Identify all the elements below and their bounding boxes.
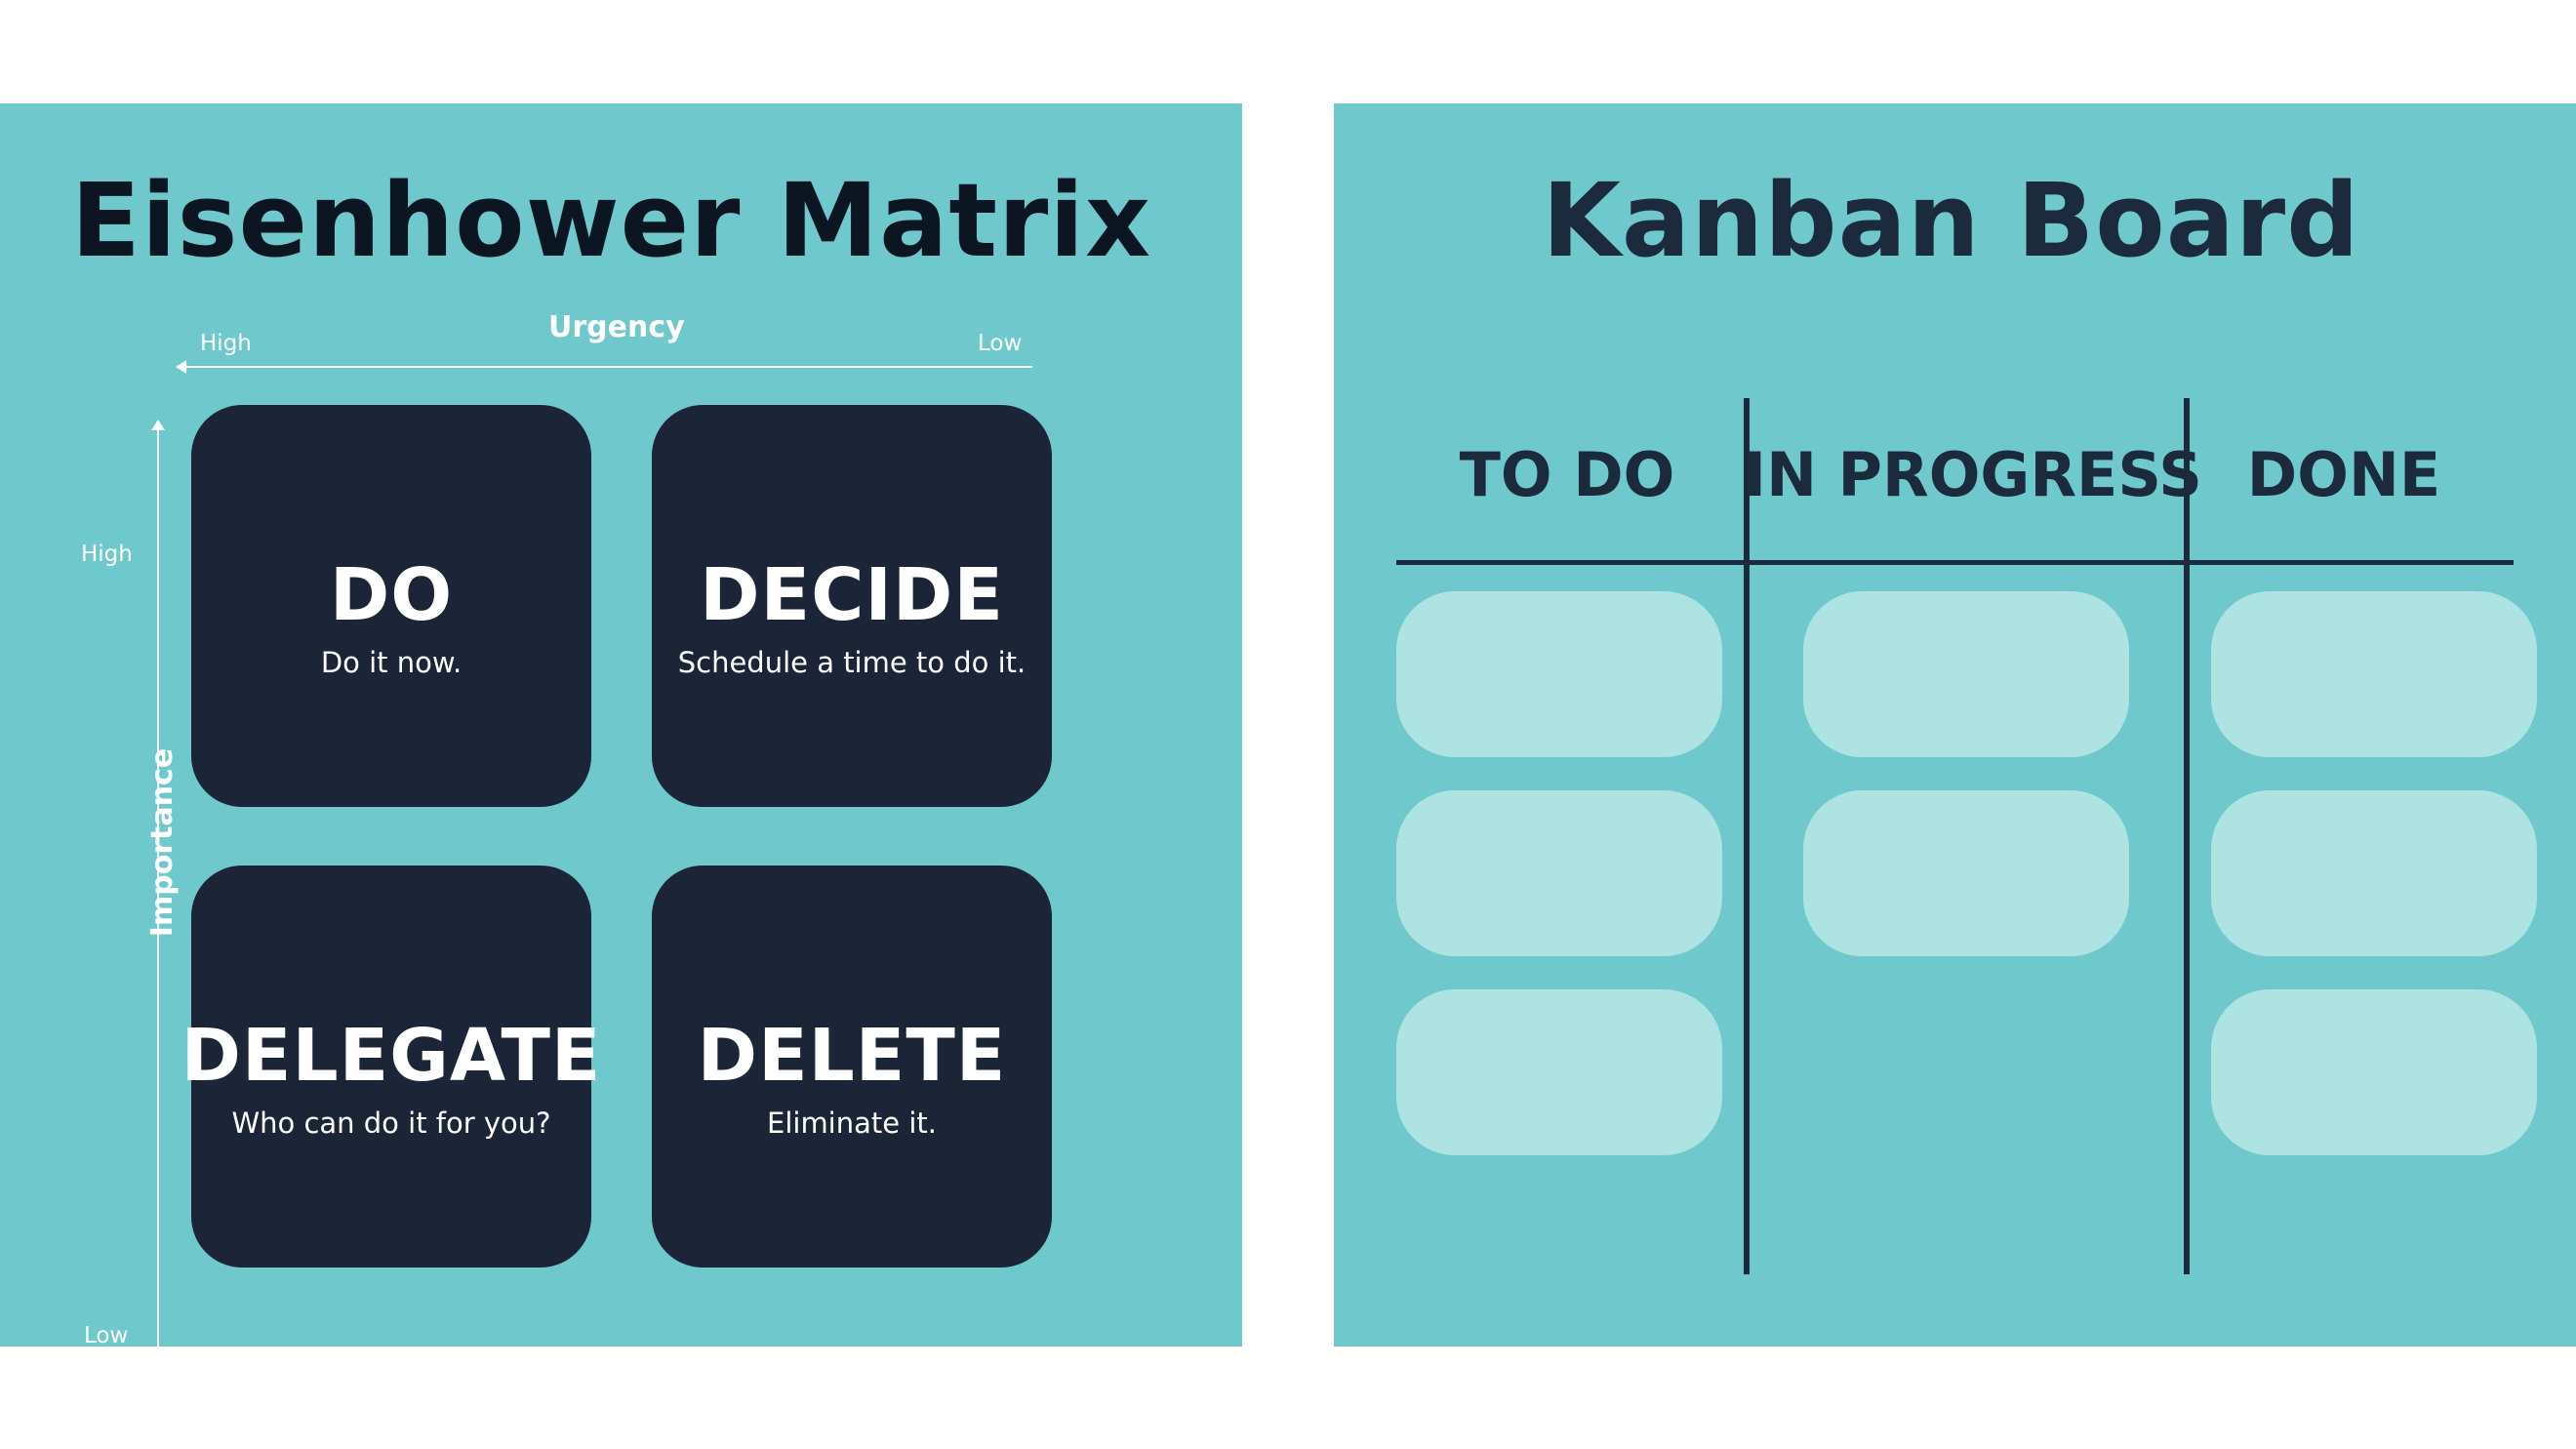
kanban-card-done[interactable] [2211,790,2537,956]
kanban-card-done[interactable] [2211,989,2537,1155]
column-header-in-progress: IN PROGRESS [1744,439,2202,510]
urgency-high-label: High [200,331,252,356]
kanban-card-in-progress[interactable] [1803,790,2129,956]
urgency-axis-title: Urgency [548,310,685,344]
urgency-arrow-icon [176,360,186,374]
quadrant-subtitle: Who can do it for you? [231,1107,551,1140]
kanban-card-in-progress[interactable] [1803,591,2129,757]
quadrant-delegate: DELEGATE Who can do it for you? [181,865,600,1268]
column-header-todo: TO DO [1459,439,1675,510]
kanban-card-todo[interactable] [1396,989,1722,1155]
quadrant-delete: DELETE Eliminate it. [652,865,1052,1268]
quadrant-subtitle: Do it now. [320,646,463,679]
importance-high-label: High [81,542,133,567]
urgency-axis-line [179,366,1032,368]
header-divider [1396,560,2514,565]
quadrant-do: DO Do it now. [191,405,591,807]
importance-axis-title: Importance [145,747,181,938]
kanban-board-panel: Kanban Board TO DO IN PROGRESS DONE [1334,103,2576,1347]
quadrant-heading: DO [329,553,454,637]
kanban-card-todo[interactable] [1396,790,1722,956]
eisenhower-title: Eisenhower Matrix [70,161,1152,280]
kanban-title: Kanban Board [1542,161,2360,280]
importance-axis-line [157,425,159,1372]
quadrant-decide: DECIDE Schedule a time to do it. [652,405,1052,807]
quadrant-heading: DELEGATE [181,1014,602,1098]
kanban-card-done[interactable] [2211,591,2537,757]
quadrant-subtitle: Schedule a time to do it. [677,646,1026,679]
quadrant-heading: DELETE [697,1014,1007,1098]
column-divider [2184,398,2190,1274]
column-header-done: DONE [2246,439,2441,510]
urgency-low-label: Low [978,331,1023,356]
quadrant-subtitle: Eliminate it. [767,1107,937,1140]
eisenhower-matrix-panel: Eisenhower Matrix Urgency High Low High … [0,103,1242,1372]
importance-arrow-icon [151,420,165,430]
kanban-card-todo[interactable] [1396,591,1722,757]
importance-low-label: Low [84,1323,129,1348]
column-divider [1744,398,1750,1274]
quadrant-heading: DECIDE [700,553,1004,637]
